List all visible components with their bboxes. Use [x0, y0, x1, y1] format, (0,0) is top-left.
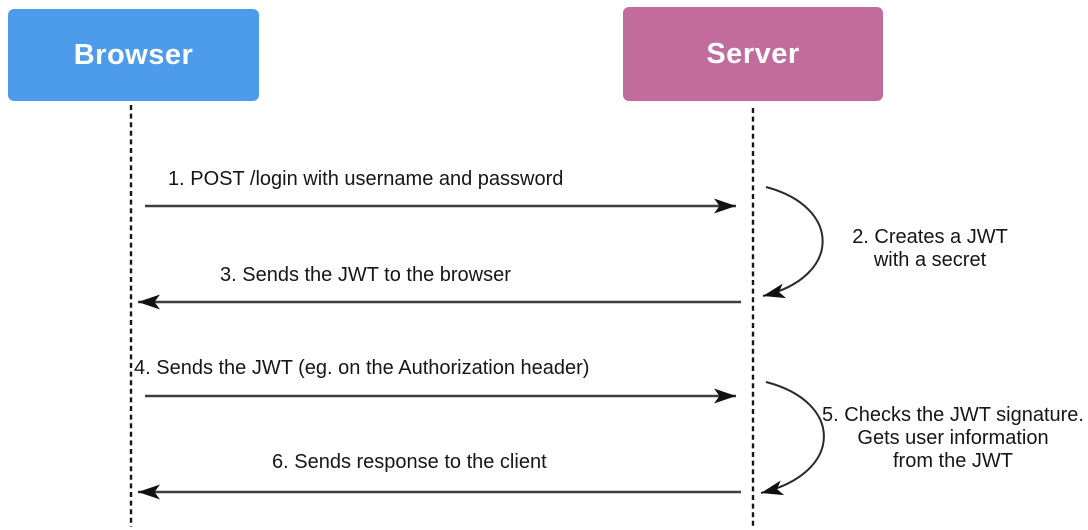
server-note-5-line3: from the JWT [892, 450, 1013, 472]
server-self-arrow-2 [762, 186, 824, 299]
actor-browser: Browser [8, 9, 259, 101]
server-note-5-line1: 5. Checks the JWT signature. [822, 404, 1084, 426]
message-3-label: 3. Sends the JWT to the browser [220, 264, 511, 286]
server-note-2: 2. Creates a JWT with a secret [822, 226, 1038, 272]
actor-server: Server [623, 7, 883, 101]
server-note-2-line1: 2. Creates a JWT [852, 226, 1008, 248]
server-note-5-line2: Gets user information [857, 427, 1049, 449]
server-note-2-line2: with a secret [873, 249, 987, 271]
server-note-5: 5. Checks the JWT signature. Gets user i… [820, 404, 1086, 473]
message-6-label: 6. Sends response to the client [272, 451, 547, 473]
message-1-label: 1. POST /login with username and passwor… [168, 168, 564, 190]
server-self-arrow-5 [760, 381, 825, 496]
message-4-label: 4. Sends the JWT (eg. on the Authorizati… [134, 357, 590, 379]
